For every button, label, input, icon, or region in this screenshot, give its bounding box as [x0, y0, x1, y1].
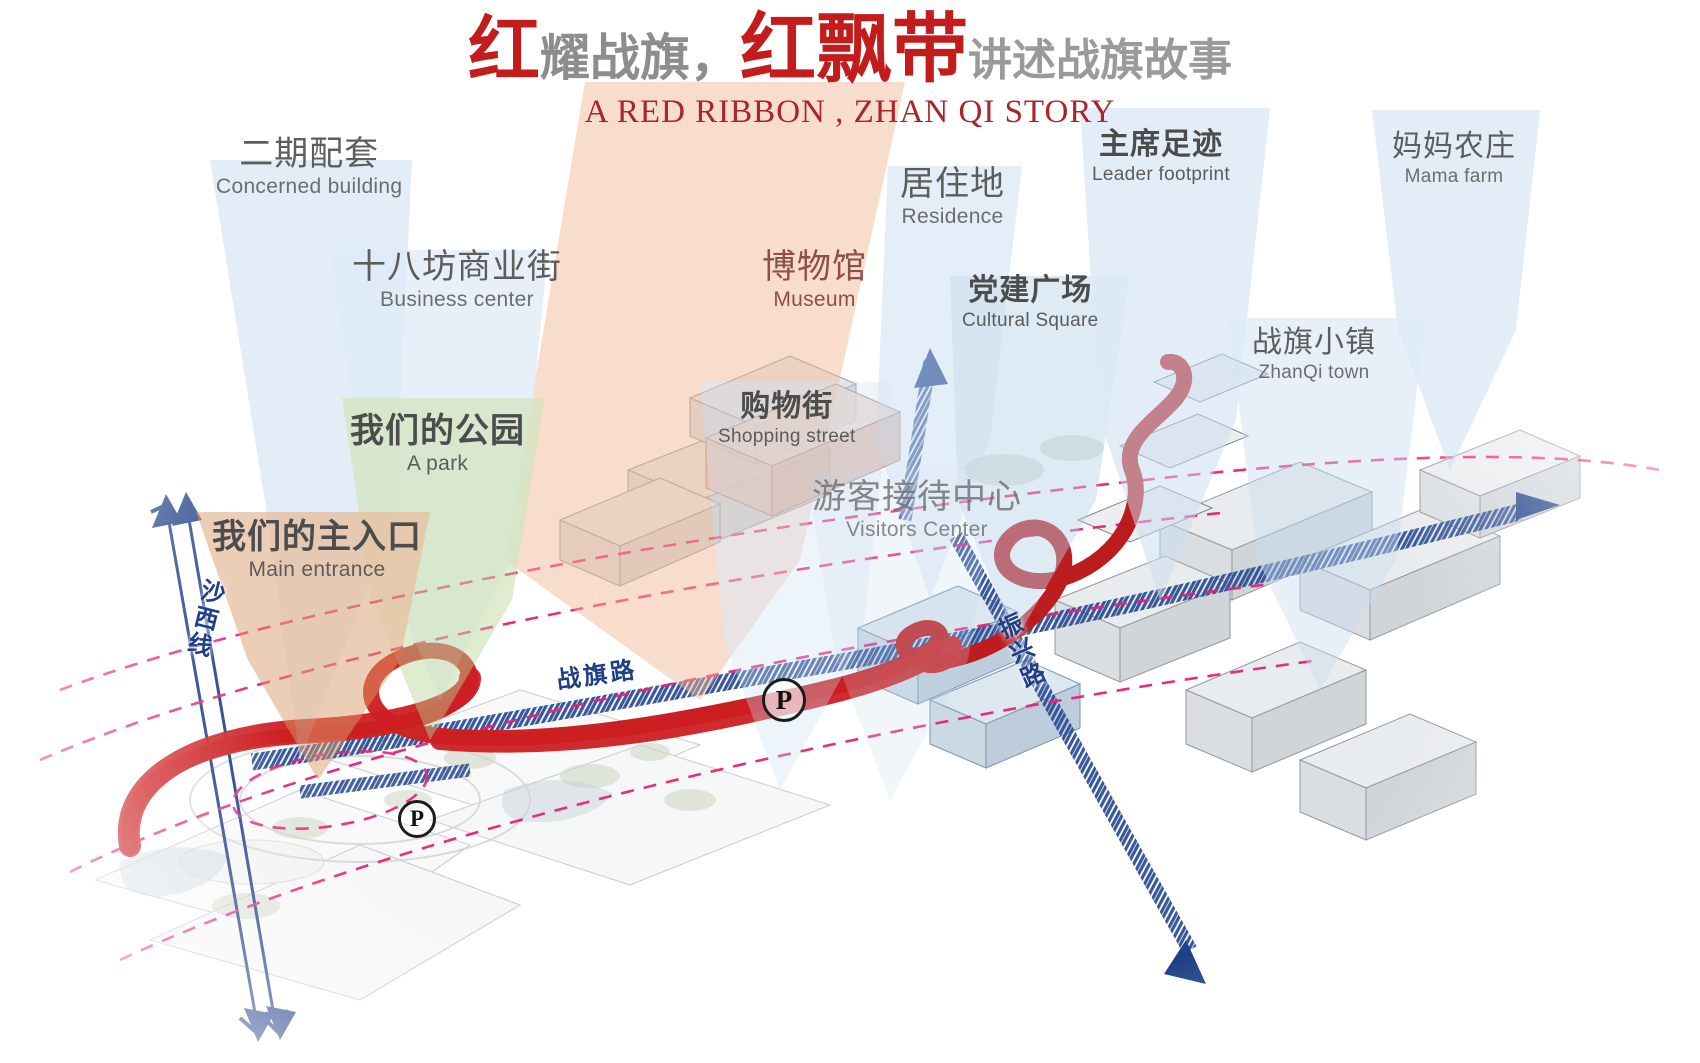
callout-shopping-street-cn: 购物街: [740, 390, 834, 423]
callout-business-center[interactable]: 十八坊商业街 Business center: [352, 248, 562, 312]
callout-leader-footprint[interactable]: 主席足迹 Leader footprint: [1092, 128, 1230, 185]
callout-business-center-cn: 十八坊商业街: [352, 248, 562, 286]
callout-concerned-building-en: Concerned building: [216, 175, 403, 199]
callout-cultural-square-en: Cultural Square: [962, 309, 1099, 331]
callout-cultural-square[interactable]: 党建广场 Cultural Square: [962, 274, 1099, 331]
callout-mama-farm-cn: 妈妈农庄: [1392, 130, 1516, 163]
callout-leader-footprint-en: Leader footprint: [1092, 163, 1230, 185]
callout-residence[interactable]: 居住地 Residence: [900, 165, 1005, 229]
callout-cultural-square-cn: 党建广场: [968, 274, 1093, 307]
callout-our-park-en: A park: [406, 452, 469, 476]
callout-leader-footprint-cn: 主席足迹: [1098, 128, 1223, 161]
callout-shopping-street-en: Shopping street: [718, 425, 856, 447]
callout-our-park[interactable]: 我们的公园 A park: [350, 412, 525, 476]
callout-visitors-center[interactable]: 游客接待中心 Visitors Center: [812, 478, 1022, 542]
parking-marker-east[interactable]: P: [762, 678, 806, 722]
callout-shopping-street[interactable]: 购物街 Shopping street: [718, 390, 856, 447]
callout-zhanqi-town-en: ZhanQi town: [1258, 361, 1370, 383]
callout-zhanqi-town-cn: 战旗小镇: [1252, 326, 1376, 359]
callout-residence-cn: 居住地: [900, 165, 1005, 203]
callout-residence-en: Residence: [901, 205, 1004, 229]
callout-business-center-en: Business center: [380, 288, 534, 312]
callout-zhanqi-town[interactable]: 战旗小镇 ZhanQi town: [1252, 326, 1376, 383]
callout-museum-cn: 博物馆: [762, 248, 867, 286]
callout-our-park-cn: 我们的公园: [350, 412, 525, 450]
callout-mama-farm-en: Mama farm: [1404, 165, 1504, 187]
parking-marker-west[interactable]: P: [398, 800, 436, 838]
callout-main-entrance-en: Main entrance: [248, 558, 386, 582]
callout-main-entrance[interactable]: 我们的主入口 Main entrance: [212, 518, 422, 582]
callout-main-entrance-cn: 我们的主入口: [212, 518, 422, 556]
callout-concerned-building[interactable]: 二期配套 Concerned building: [216, 135, 402, 199]
callout-museum-en: Museum: [773, 288, 856, 312]
callout-mama-farm[interactable]: 妈妈农庄 Mama farm: [1392, 130, 1516, 187]
callout-visitors-center-cn: 游客接待中心: [812, 478, 1022, 516]
callout-museum[interactable]: 博物馆 Museum: [762, 248, 867, 312]
callout-concerned-building-cn: 二期配套: [239, 135, 380, 173]
callout-visitors-center-en: Visitors Center: [846, 518, 988, 542]
